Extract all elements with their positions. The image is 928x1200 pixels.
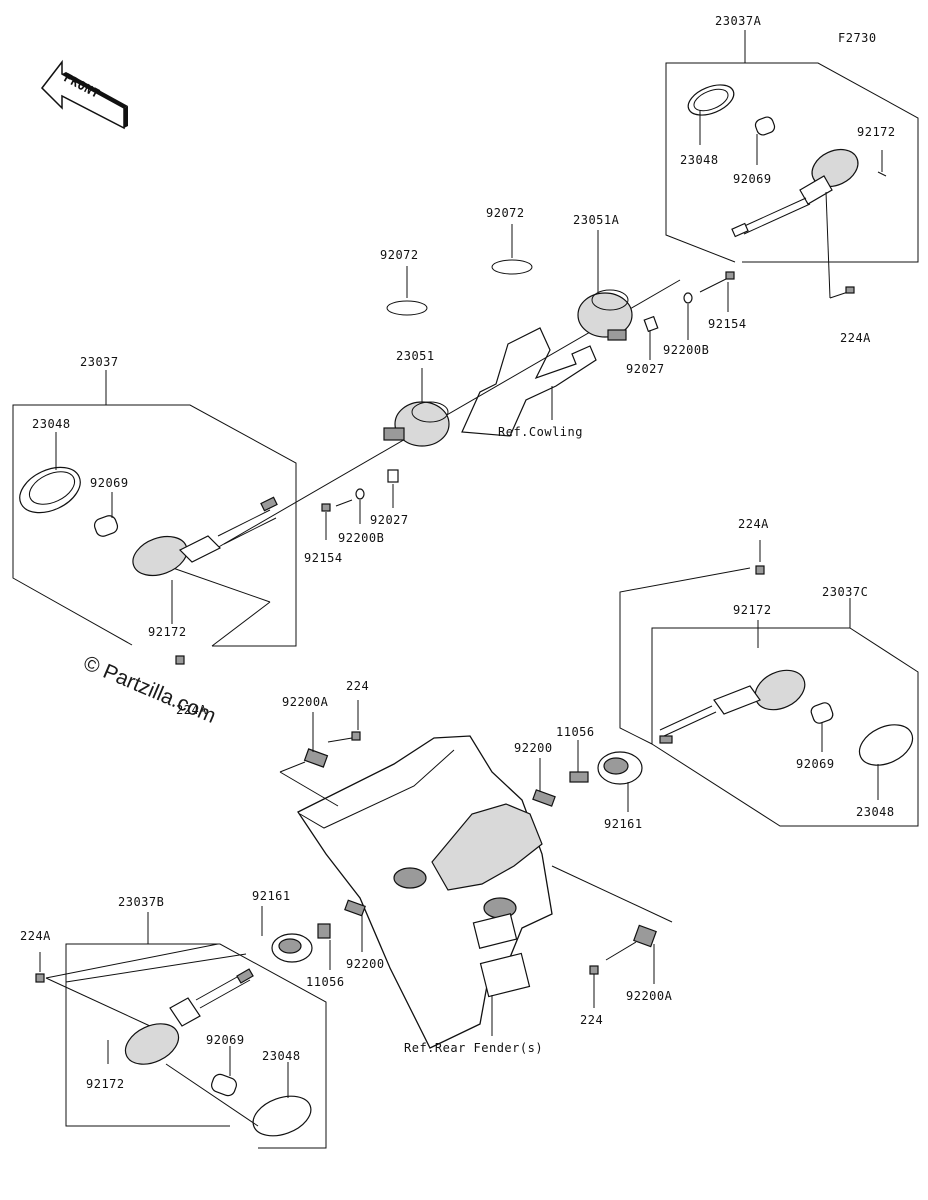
label-23051A: 23051A	[573, 213, 620, 227]
signal-housing-bl-icon	[124, 1023, 180, 1065]
front-mount-group: 92072 92072 23051A 92154 92200B 92027 23…	[209, 206, 747, 565]
label-ref-rear-fender: Ref.Rear Fender(s)	[404, 1041, 543, 1055]
label-11056-top: 11056	[556, 725, 595, 739]
label-224A-tr: 224A	[840, 331, 871, 345]
label-23037: 23037	[80, 355, 119, 369]
spacer-92027-r-icon	[643, 315, 659, 333]
watermark: © Partzilla.com	[80, 651, 219, 727]
label-92072-r: 92072	[486, 206, 525, 220]
label-92069-l: 92069	[90, 476, 129, 490]
label-92200A-top: 92200A	[282, 695, 329, 709]
label-23051: 23051	[396, 349, 435, 363]
label-224A-rm: 224A	[738, 517, 769, 531]
label-224-br: 224	[580, 1013, 603, 1027]
band-92072-r-icon	[491, 259, 533, 275]
rear-fender-icon	[297, 735, 553, 1049]
label-23037C: 23037C	[822, 585, 868, 599]
bulb-92069-bl-icon	[211, 1073, 237, 1097]
lens-23048-bl-icon	[252, 1095, 312, 1137]
label-224-top: 224	[346, 679, 369, 693]
label-92069-bl: 92069	[206, 1033, 245, 1047]
bracket-92200-top-icon	[532, 789, 556, 807]
front-direction-arrow: FRONT	[41, 59, 128, 130]
label-92200B-r: 92200B	[663, 343, 709, 357]
label-92200B-l: 92200B	[338, 531, 384, 545]
label-23048-rm: 23048	[856, 805, 895, 819]
bracket-92200-bl-icon	[344, 899, 366, 917]
label-23037A: 23037A	[715, 14, 762, 28]
mount-23051A-icon	[577, 292, 633, 338]
label-11056-bl: 11056	[306, 975, 345, 989]
label-23048-bl: 23048	[262, 1049, 301, 1063]
signal-housing-l-icon	[132, 535, 188, 577]
lens-23048-rm-icon	[858, 724, 914, 766]
label-92172-tr: 92172	[857, 125, 896, 139]
label-92172-bl: 92172	[86, 1077, 125, 1091]
band-92072-l-icon	[386, 300, 428, 316]
lens-23048-tr-icon	[687, 84, 735, 116]
label-224A-l: 224A	[176, 703, 207, 717]
label-92154-r: 92154	[708, 317, 747, 331]
diagram-code: F2730	[838, 31, 877, 45]
assy-23037C-group: 224A 23037C 92172 92069 23048	[619, 517, 919, 827]
license-bracket-icon	[479, 952, 531, 998]
lens-23048-l-icon	[19, 466, 81, 514]
bulb-92069-tr-icon	[754, 116, 776, 136]
label-92154-l: 92154	[304, 551, 343, 565]
label-224A-bl: 224A	[20, 929, 51, 943]
label-23048-l: 23048	[32, 417, 71, 431]
spacer-92027-l-icon	[387, 469, 399, 483]
label-92161-top: 92161	[604, 817, 643, 831]
label-92172-l: 92172	[148, 625, 187, 639]
label-92161-bl: 92161	[252, 889, 291, 903]
cowling-bracket-icon	[461, 327, 597, 437]
assy-23037-group: 23037 23048 92069 92172 224A	[12, 355, 297, 717]
assy-23037A-group: 23037A 23048 92069 92172 224A	[665, 14, 919, 345]
label-92200-bl: 92200	[346, 957, 385, 971]
label-92027-r: 92027	[626, 362, 665, 376]
clip-11056-top-icon	[569, 771, 589, 783]
label-92172-rm: 92172	[733, 603, 772, 617]
bulb-92069-rm-icon	[810, 702, 834, 724]
bracket-92200A-br-icon	[633, 924, 657, 948]
label-92200A-br: 92200A	[626, 989, 673, 1003]
bulb-92069-l-icon	[93, 515, 119, 537]
assy-23037B-group: 23037B 224A 92172 92069 23048	[20, 895, 327, 1149]
bracket-92200A-top-icon	[303, 748, 329, 768]
rear-fender-group: Ref.Rear Fender(s) 92200A 224 11056	[252, 679, 673, 1055]
label-92072-l: 92072	[380, 248, 419, 262]
label-23048-tr: 23048	[680, 153, 719, 167]
label-92027-l: 92027	[370, 513, 409, 527]
label-92069-rm: 92069	[796, 757, 835, 771]
signal-housing-rm-icon	[754, 669, 806, 711]
label-ref-cowling: Ref.Cowling	[498, 425, 583, 439]
clip-11056-bl-icon	[317, 923, 331, 939]
label-92200-top: 92200	[514, 741, 553, 755]
label-23037B: 23037B	[118, 895, 164, 909]
label-92069-tr: 92069	[733, 172, 772, 186]
